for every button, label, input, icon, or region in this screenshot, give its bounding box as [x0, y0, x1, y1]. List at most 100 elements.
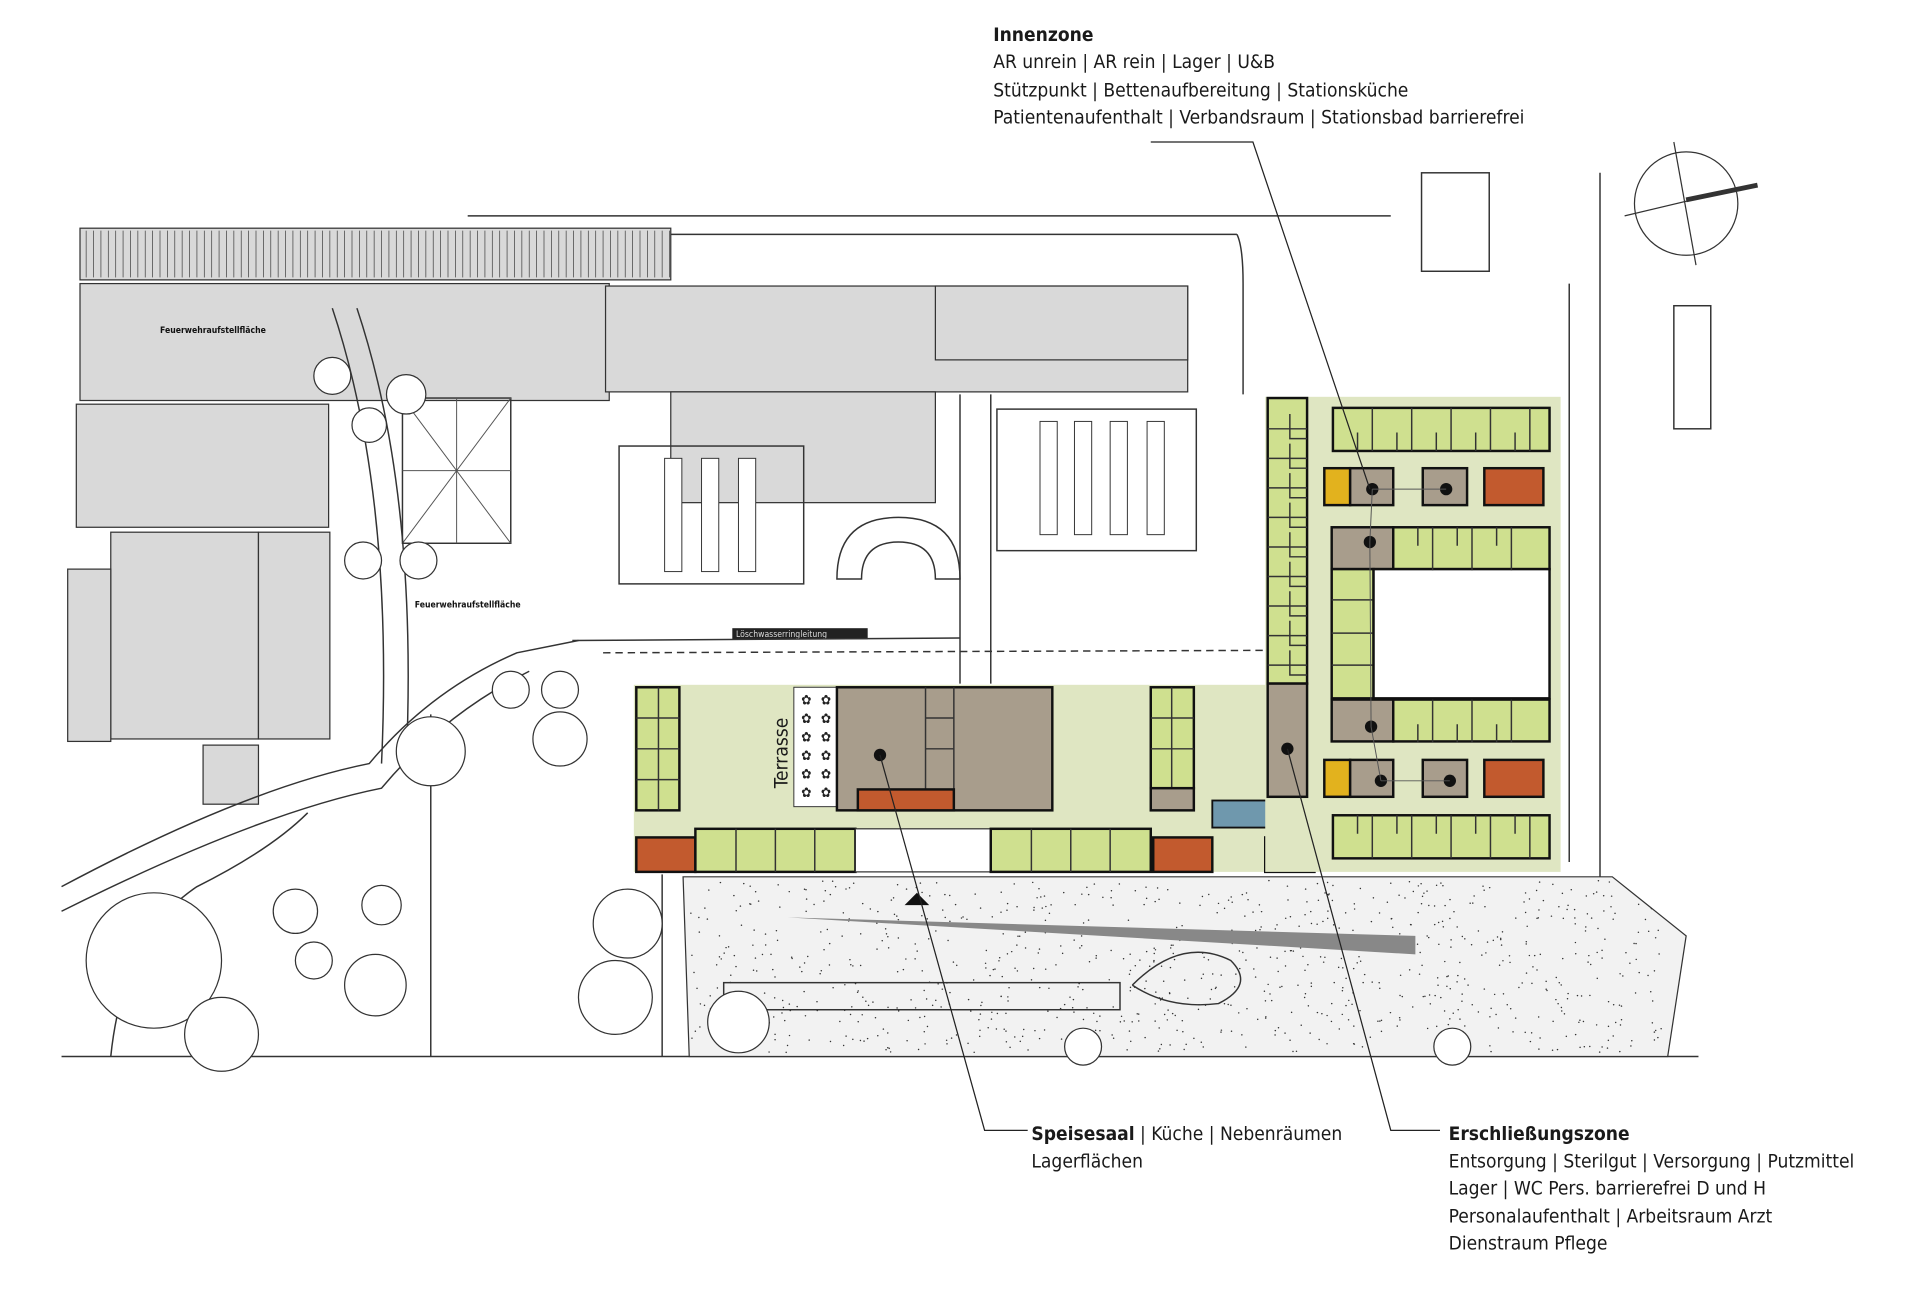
gravel-dot [1471, 944, 1472, 945]
gravel-dot [989, 975, 990, 976]
gravel-dot [1176, 1030, 1177, 1031]
gravel-dot [1198, 1009, 1199, 1010]
legend-title-rest: | Küche | Nebenräumen [1135, 1123, 1343, 1145]
gravel-dot [1612, 918, 1613, 919]
gravel-dot [949, 895, 950, 896]
gravel-dot [868, 1005, 869, 1006]
gravel-dot [1658, 930, 1659, 931]
gravel-dot [1130, 970, 1131, 971]
gravel-dot [765, 933, 766, 934]
gravel-dot [1650, 991, 1651, 992]
gravel-dot [765, 944, 766, 945]
gravel-dot [1172, 944, 1173, 945]
gravel-dot [691, 955, 692, 956]
gravel-dot [822, 880, 823, 881]
gravel-dot [1255, 976, 1256, 977]
gravel-dot [1397, 1025, 1398, 1026]
gravel-dot [1135, 890, 1136, 891]
gravel-dot [1093, 1013, 1094, 1014]
gravel-dot [1130, 1041, 1131, 1042]
gravel-dot [1424, 996, 1425, 997]
gravel-dot [1305, 993, 1306, 994]
gravel-dot [1245, 1046, 1246, 1047]
gravel-dot [1158, 899, 1159, 900]
flower-icon: ✿ [821, 692, 831, 708]
gravel-dot [1532, 966, 1533, 967]
gravel-dot [1138, 1020, 1139, 1021]
gravel-dot [1144, 1037, 1145, 1038]
gravel-dot [896, 915, 897, 916]
gravel-dot [1536, 918, 1537, 919]
gravel-dot [1171, 945, 1172, 946]
gravel-dot [1298, 925, 1299, 926]
tree-icon [185, 997, 259, 1071]
tree-icon [295, 942, 332, 979]
gravel-dot [1404, 897, 1405, 898]
gravel-dot [1239, 950, 1240, 951]
gravel-dot [1342, 987, 1343, 988]
gravel-dot [1279, 986, 1280, 987]
gravel-dot [1316, 924, 1317, 925]
gravel-dot [1354, 908, 1355, 909]
gravel-dot [923, 990, 924, 991]
gravel-dot [1377, 1020, 1378, 1021]
gravel-dot [1210, 998, 1211, 999]
gravel-dot [1170, 967, 1171, 968]
gravel-dot [1387, 902, 1388, 903]
gravel-dot [1056, 1017, 1057, 1018]
gravel-dot [967, 1043, 968, 1044]
gravel-dot [1047, 1011, 1048, 1012]
gravel-dot [1081, 945, 1082, 946]
gravel-dot [1086, 887, 1087, 888]
gravel-dot [1448, 1024, 1449, 1025]
gravel-dot [1281, 986, 1282, 987]
gravel-dot [1515, 917, 1516, 918]
gravel-dot [1129, 974, 1130, 975]
gravel-dot [1429, 994, 1430, 995]
gravel-dot [1621, 1019, 1622, 1020]
gravel-dot [1531, 983, 1532, 984]
gravel-dot [1111, 1034, 1112, 1035]
gravel-dot [1437, 985, 1438, 986]
gravel-dot [699, 1026, 700, 1027]
gravel-dot [1638, 932, 1639, 933]
gravel-dot [827, 929, 828, 930]
gravel-dot [1654, 970, 1655, 971]
tree-icon [542, 671, 579, 708]
gravel-dot [1619, 1051, 1620, 1052]
gravel-dot [773, 1016, 774, 1017]
gravel-dot [1039, 987, 1040, 988]
tree-icon [345, 954, 407, 1016]
gravel-dot [1485, 952, 1486, 953]
gravel-dot [1654, 1031, 1655, 1032]
gravel-dot [1619, 973, 1620, 974]
gravel-dot [979, 1030, 980, 1031]
gravel-dot [1525, 892, 1526, 893]
gravel-dot [1083, 1019, 1084, 1020]
gravel-dot [1137, 1013, 1138, 1014]
gravel-dot [1456, 926, 1457, 927]
gravel-dot [1638, 972, 1639, 973]
gravel-dot [1651, 908, 1652, 909]
gravel-dot [888, 947, 889, 948]
gravel-dot [1473, 895, 1474, 896]
gravel-dot [853, 883, 854, 884]
gravel-dot [986, 950, 987, 951]
gravel-dot [1228, 899, 1229, 900]
gravel-dot [1421, 903, 1422, 904]
gravel-dot [1629, 962, 1630, 963]
gravel-dot [1417, 944, 1418, 945]
gravel-dot [843, 1045, 844, 1046]
gravel-dot [1601, 957, 1602, 958]
gravel-dot [772, 969, 773, 970]
legend-title-line: Speisesaal | Küche | Nebenräumen [1031, 1123, 1342, 1145]
gravel-dot [1502, 960, 1503, 961]
gravel-dot [905, 958, 906, 959]
gravel-dot [730, 974, 731, 975]
gravel-dot [1201, 978, 1202, 979]
gravel-dot [823, 949, 824, 950]
gravel-dot [1545, 981, 1546, 982]
gravel-dot [1440, 882, 1441, 883]
flower-icon: ✿ [821, 766, 831, 782]
gravel-dot [1557, 1003, 1558, 1004]
